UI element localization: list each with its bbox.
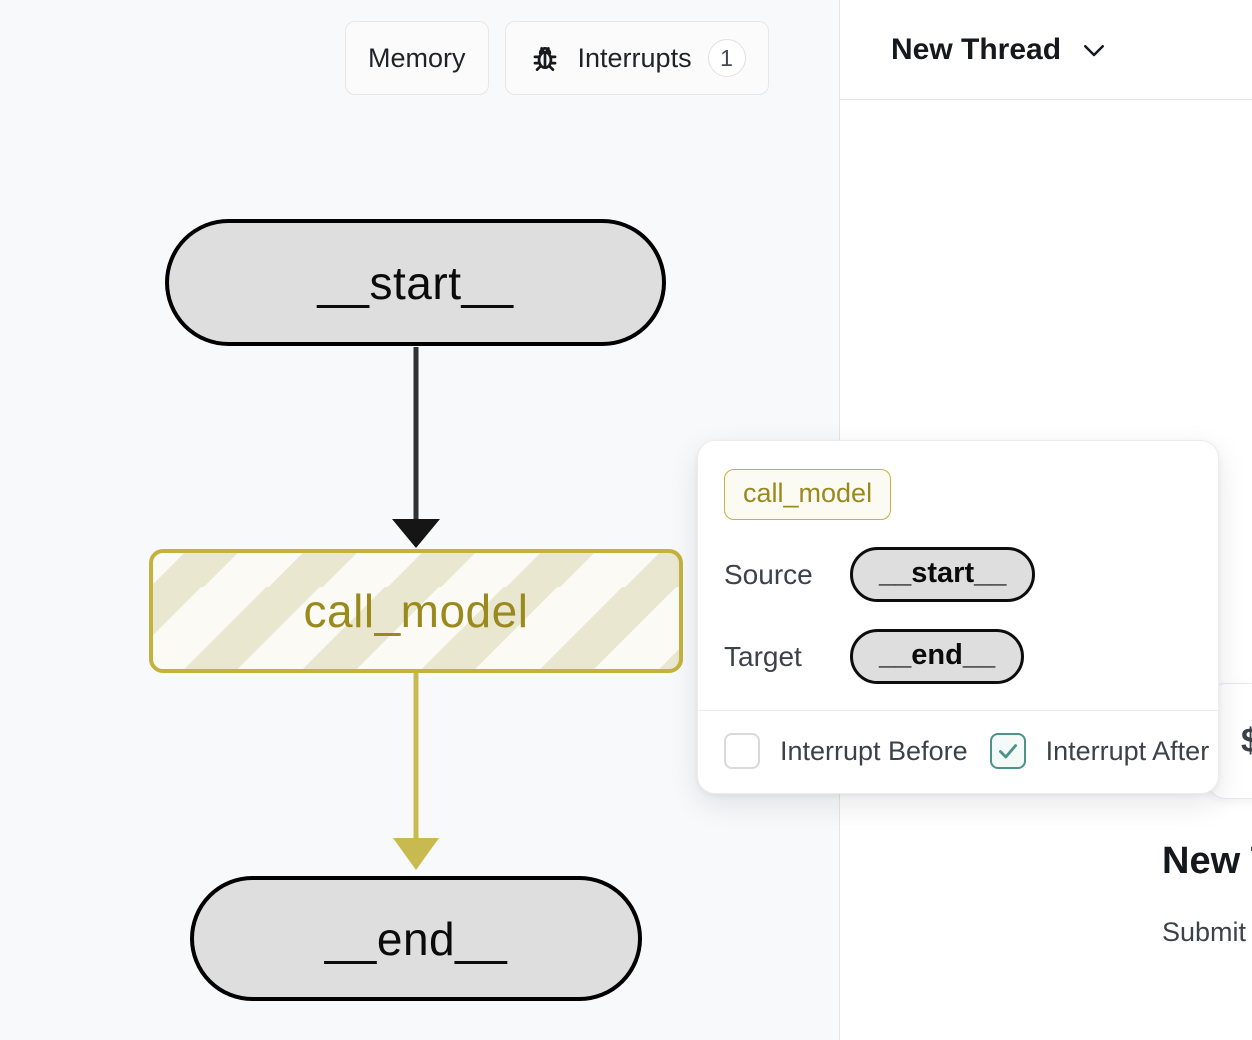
graph-node-end-label: __end__ [324,912,508,965]
memory-button[interactable]: Memory [345,21,489,95]
popover-source-label: Source [724,558,813,590]
graph-node-end[interactable]: __end__ [190,876,642,1001]
graph-node-call-model[interactable]: call_model [149,549,683,673]
graph-toolbar: Memory [345,21,769,95]
bug-icon [528,41,562,75]
background-card-glyph: $ [1241,722,1252,761]
interrupts-button[interactable]: Interrupts 1 [504,21,769,95]
graph-node-call-model-label: call_model [303,585,529,637]
popover-target-label: Target [724,640,802,672]
interrupt-after-label: Interrupt After [1045,735,1210,766]
graph-node-start-label: __start__ [317,256,514,309]
chevron-down-icon[interactable] [1079,35,1109,65]
interrupts-count-badge: 1 [707,39,746,77]
graph-canvas: __start__ call_model __end__ [149,219,683,1001]
interrupt-after-checkbox[interactable]: Interrupt After [989,733,1210,769]
memory-button-label: Memory [368,42,466,73]
popover-source-value[interactable]: __start__ [850,547,1036,602]
node-details-popover: call_model Source __start__ Target __end… [697,440,1219,794]
interrupt-before-label: Interrupt Before [780,735,968,766]
popover-footer: Interrupt Before Interrupt After [698,710,1218,793]
empty-state-title: New T [1162,840,1252,882]
popover-node-chip: call_model [724,469,892,520]
popover-row-source: Source __start__ [724,547,1192,602]
thread-title: New Thread [891,32,1062,66]
checkbox-unchecked-icon [724,733,760,769]
graph-node-start[interactable]: __start__ [165,219,666,346]
interrupt-before-checkbox[interactable]: Interrupt Before [724,733,968,769]
interrupts-button-label: Interrupts [577,42,692,73]
checkbox-checked-icon [989,733,1026,769]
thread-header: New Thread [840,0,1252,100]
thread-empty-state: New T Submit your input [840,836,1252,948]
popover-body: call_model Source __start__ Target __end… [698,441,1218,710]
popover-target-value[interactable]: __end__ [850,629,1025,684]
empty-state-subtitle: Submit your input [1162,917,1252,948]
popover-row-target: Target __end__ [724,629,1192,684]
